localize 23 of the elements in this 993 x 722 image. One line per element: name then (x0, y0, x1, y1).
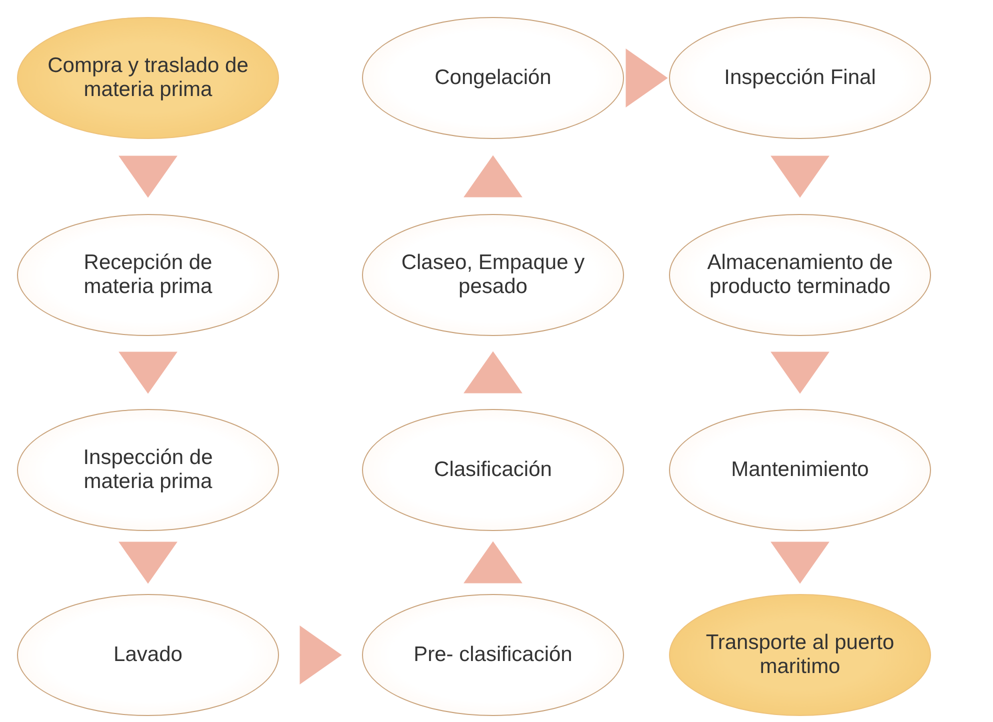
step-label: Compra y traslado de materia prima (46, 54, 250, 102)
step-label: Claseo, Empaque y pesado (400, 251, 586, 299)
step-label: Almacenamiento de producto terminado (706, 251, 894, 299)
arrow (464, 155, 522, 198)
arrow (770, 156, 830, 198)
arrow (464, 351, 522, 394)
arrow (626, 48, 668, 108)
step-label: Recepción de materia prima (82, 251, 214, 299)
step-label: Mantenimiento (731, 458, 869, 482)
arrow (464, 541, 522, 584)
step-label: Congelación (434, 66, 552, 90)
step-label: Inspección Final (724, 66, 876, 90)
arrow (118, 156, 178, 198)
step-label: Lavado (114, 643, 182, 667)
arrow (770, 542, 830, 584)
step-label: Inspección de materia prima (82, 446, 214, 494)
step-label: Clasificación (434, 458, 552, 482)
arrow (300, 626, 342, 684)
arrow (118, 352, 178, 394)
arrow (118, 542, 178, 584)
step-label: Transporte al puerto maritimo (704, 631, 896, 679)
arrow (770, 352, 830, 394)
step-label: Pre- clasificación (414, 643, 572, 667)
